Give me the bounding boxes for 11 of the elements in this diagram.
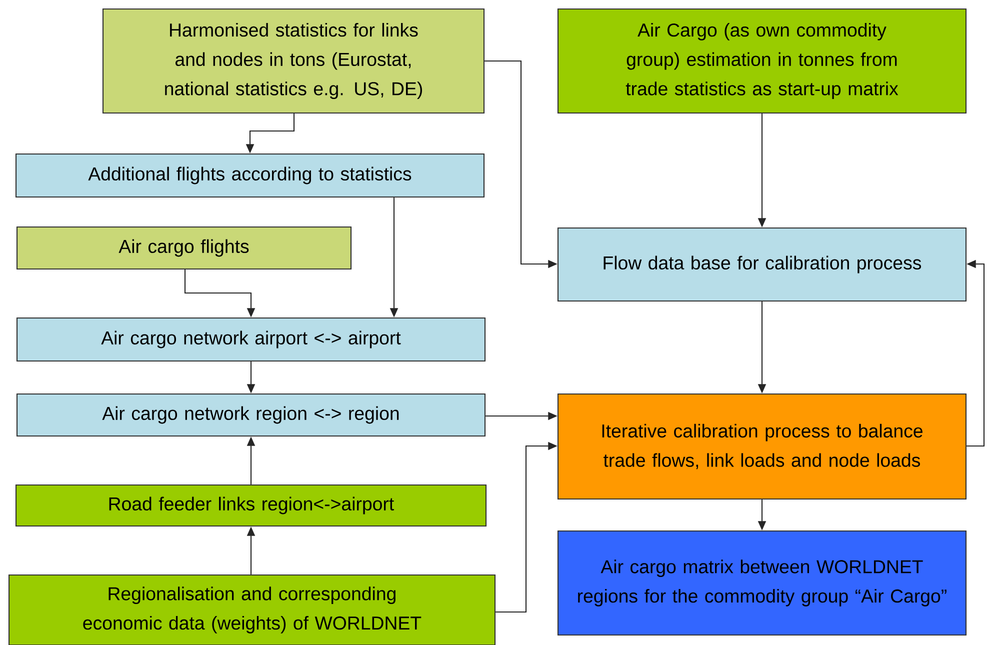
source-box: Road feeder links region<->airport xyxy=(15,484,487,527)
network-box: Air cargo network region <-> region xyxy=(16,393,486,437)
source-box: Air Cargo (as own commodity group) estimation in tonnes from trade statistics as start-up matrix xyxy=(557,8,967,114)
result-box: Air cargo matrix between WORLDNET regions for the commodity group “Air Cargo” xyxy=(557,530,967,636)
source-box: Harmonised statistics for links and nodes in tons (Eurostat, national statistics e.g. US, DE) xyxy=(102,8,485,114)
network-box: Air cargo network airport <-> airport xyxy=(16,317,486,362)
source-box: Regionalisation and corresponding economic data (weights) of WORLDNET xyxy=(8,574,496,645)
data-box: Flow data base for calibration process xyxy=(557,227,967,302)
source-box: Air cargo flights xyxy=(16,226,352,270)
calibration-box: Iterative calibration process to balance trade flows, link loads and node loads xyxy=(557,393,967,500)
process-box: Additional flights according to statistics xyxy=(15,153,485,198)
